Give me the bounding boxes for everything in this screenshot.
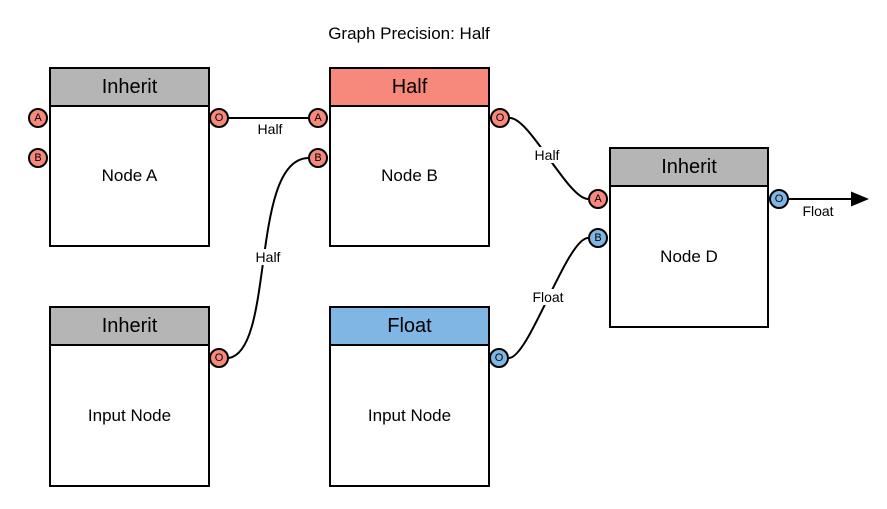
edge-label-node-a-to-node-b: Half <box>255 121 285 137</box>
input-node-1-port-o: O <box>209 348 229 368</box>
edge-label-node-d-output: Float <box>800 203 836 219</box>
node-a-label: Node A <box>101 166 158 185</box>
node-a-port-b: B <box>28 148 48 168</box>
diagram-title: Graph Precision: Half <box>328 24 490 43</box>
node-b-port-b: B <box>308 148 328 168</box>
node-a-port-a: A <box>28 108 48 128</box>
node-a: Inherit Node A <box>49 67 210 247</box>
input-node-2: Float Input Node <box>329 306 490 487</box>
node-d-label: Node D <box>660 246 718 266</box>
input-node-2-port-o: O <box>489 348 509 368</box>
output-arrowhead-icon <box>851 191 869 207</box>
node-b-port-a: A <box>308 108 328 128</box>
node-d-port-b: B <box>588 228 608 248</box>
edge-label-input-node-1-to-node-b: Half <box>253 249 283 265</box>
edge-label-input-node-2-to-node-d: Float <box>530 289 566 305</box>
node-d-port-o: O <box>769 189 789 209</box>
edge-label-node-b-to-node-d: Half <box>532 147 562 163</box>
node-d-port-a: A <box>588 189 608 209</box>
node-a-header: Inherit <box>51 69 208 107</box>
node-b-header: Half <box>331 69 488 107</box>
node-b: Half Node B <box>329 67 490 247</box>
input-node-2-header: Float <box>331 308 488 346</box>
input-node-1-label: Input Node <box>87 405 172 425</box>
node-b-label: Node B <box>381 166 438 185</box>
node-d-header: Inherit <box>611 149 767 187</box>
input-node-2-label: Input Node <box>367 405 452 425</box>
input-node-1: Inherit Input Node <box>49 306 210 487</box>
node-b-port-o: O <box>490 108 510 128</box>
node-a-port-o: O <box>209 108 229 128</box>
node-d: Inherit Node D <box>609 147 769 328</box>
input-node-1-header: Inherit <box>51 308 208 346</box>
